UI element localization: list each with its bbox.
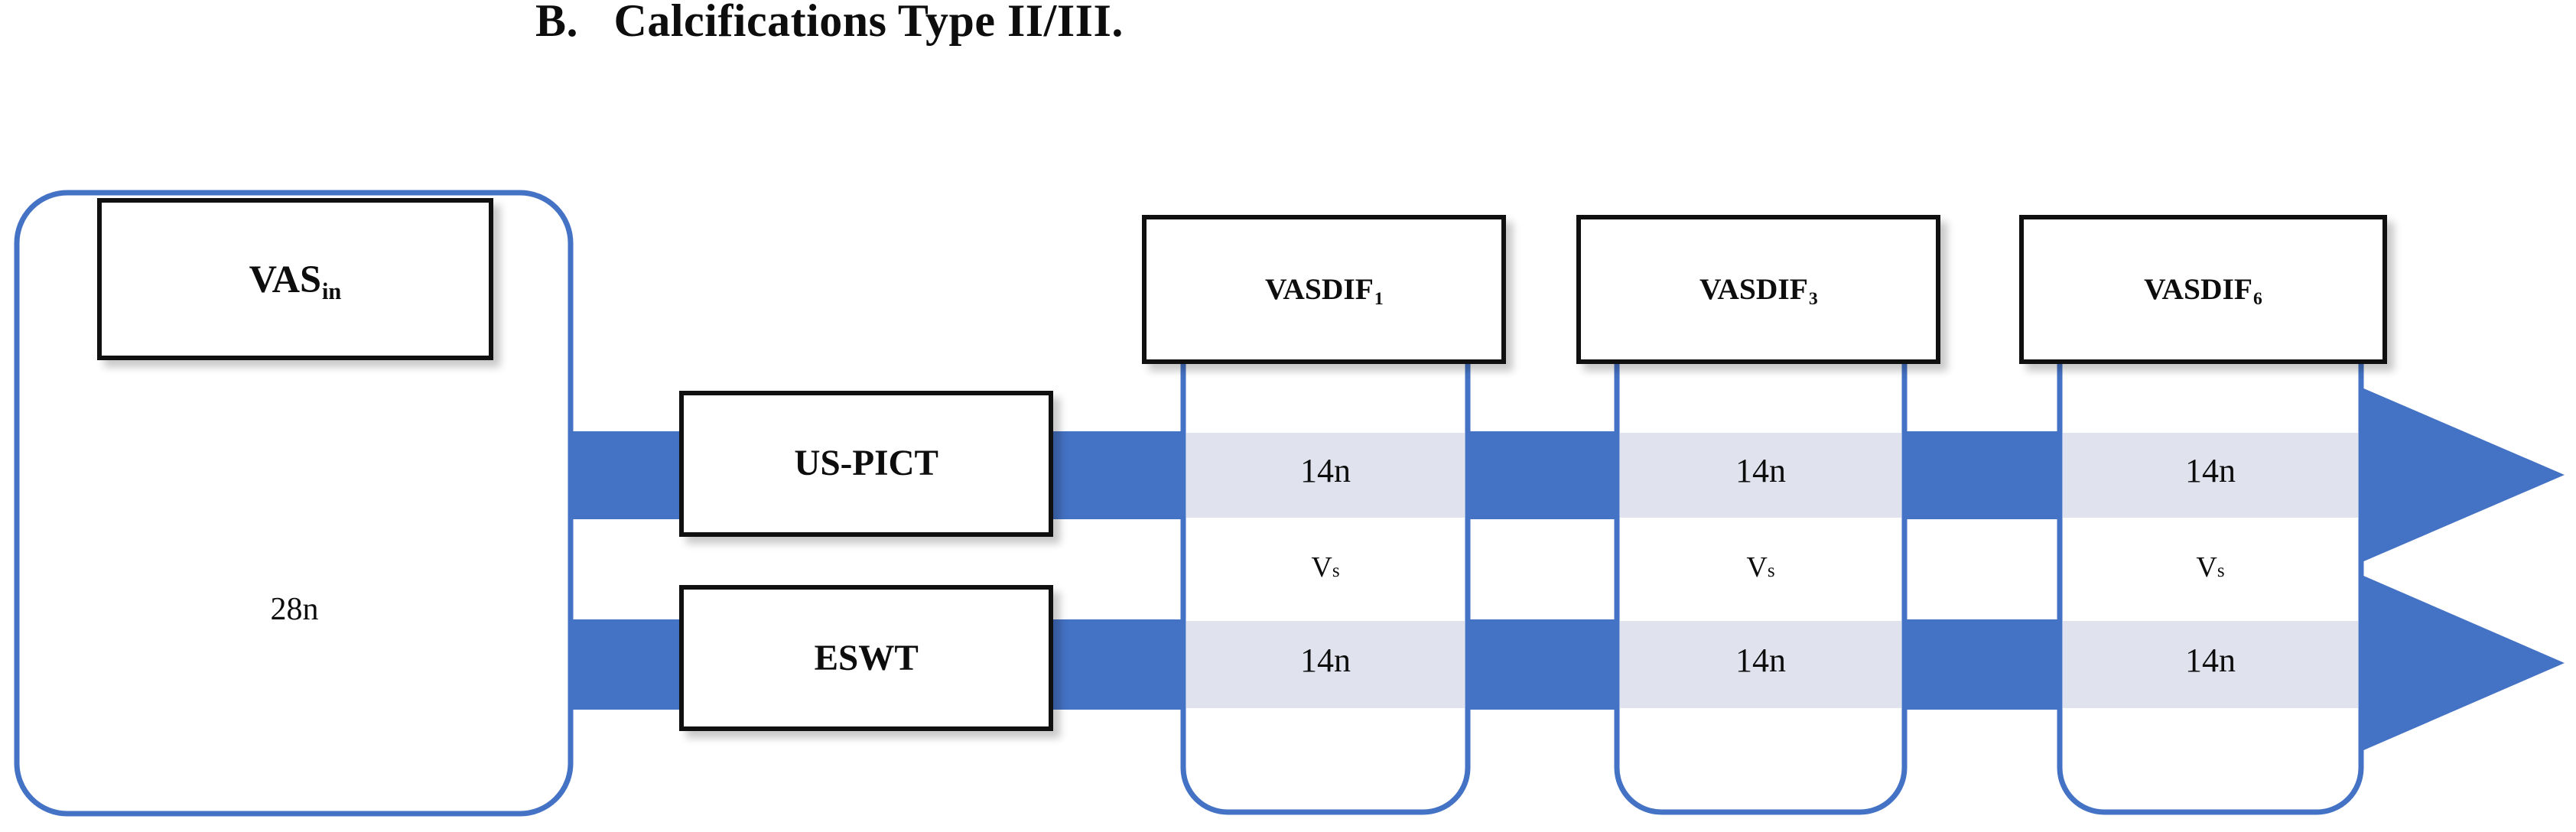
timepoint-container-vasdif-3 xyxy=(1614,303,1908,815)
vasdif-1-top-count: 14n xyxy=(1300,452,1351,490)
vasdif-6-comparator: Vs xyxy=(2196,551,2225,583)
node-box-us-pict[interactable]: US-PICT xyxy=(679,390,1054,537)
node-box-vasdif-3[interactable]: VASDIF3 xyxy=(1576,214,1941,364)
node-box-eswt[interactable]: ESWT xyxy=(679,585,1054,732)
vasdif-3-top-count: 14n xyxy=(1735,452,1786,490)
vasdif-3-bottom-count: 14n xyxy=(1735,642,1786,680)
node-label-vasdif-3: VASDIF3 xyxy=(1699,272,1818,309)
vasdif-6-bottom-count: 14n xyxy=(2185,642,2236,680)
node-box-vasdif-6[interactable]: VASDIF6 xyxy=(2019,214,2387,364)
enrollment-total-label: 28n xyxy=(270,591,319,627)
node-label-vasdif-1: VASDIF1 xyxy=(1265,272,1384,309)
node-label-vas: VASin xyxy=(249,258,342,304)
vasdif-1-comparator: Vs xyxy=(1311,551,1340,583)
vasdif-3-comparator: Vs xyxy=(1746,551,1775,583)
vasdif-6-top-count: 14n xyxy=(2185,452,2236,490)
node-label-vasdif-6: VASDIF6 xyxy=(2144,272,2262,309)
node-box-vasdif-1[interactable]: VASDIF1 xyxy=(1142,214,1507,364)
timepoint-container-vasdif-6 xyxy=(2057,303,2364,815)
node-label-us-pict: US-PICT xyxy=(794,444,938,484)
timepoint-container-vasdif-1 xyxy=(1180,303,1471,815)
panel-title: B. Calcifications Type II/III. xyxy=(535,0,1124,46)
vasdif-1-bottom-count: 14n xyxy=(1300,642,1351,680)
node-box-vas-initial[interactable]: VASin xyxy=(97,197,493,361)
node-label-eswt: ESWT xyxy=(814,638,919,678)
